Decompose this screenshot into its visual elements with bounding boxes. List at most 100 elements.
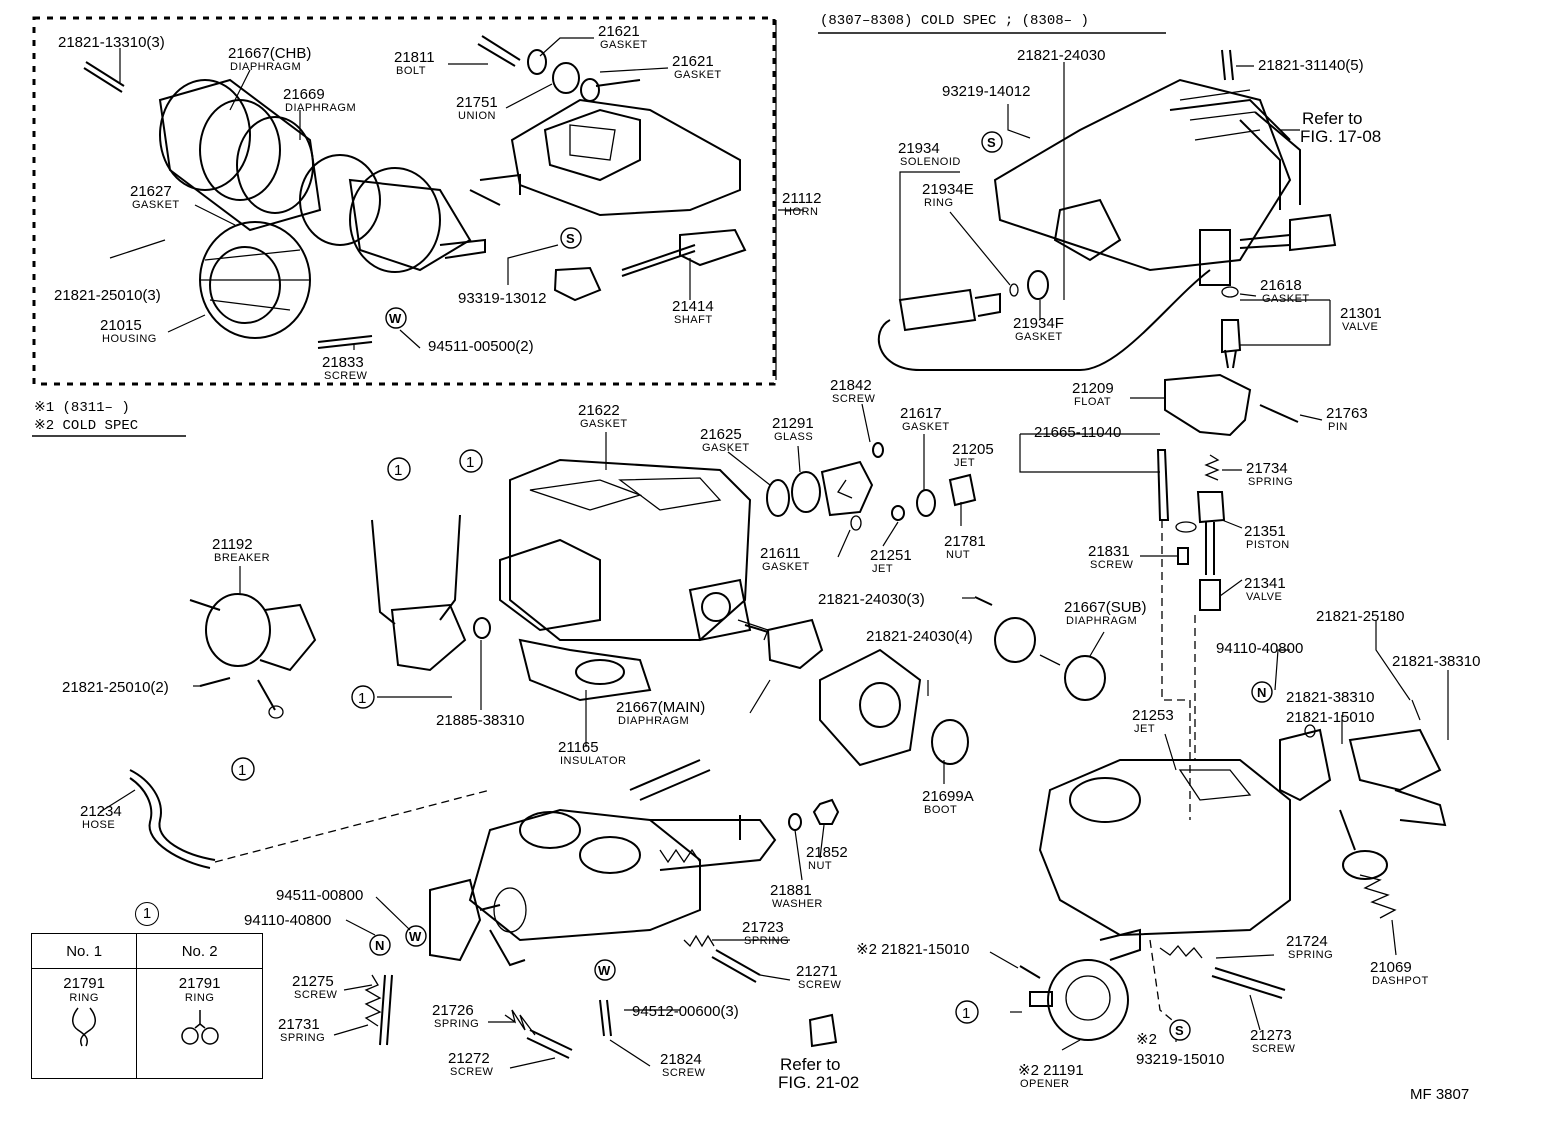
label-part-number: Refer to bbox=[1302, 109, 1362, 128]
label-part-number: 21934F bbox=[1013, 315, 1064, 332]
label-part-number: 21724 bbox=[1286, 933, 1328, 950]
label-21821-31140: 21821-31140(5) bbox=[1258, 57, 1364, 74]
legend-cell-no1: 21791 RING bbox=[30, 968, 138, 1079]
label-21821-24030top: 21821-24030 bbox=[1017, 47, 1105, 64]
label-part-number: 21112 bbox=[782, 190, 822, 207]
label-93219-15010: ※2 93219-15010 bbox=[1136, 1031, 1224, 1068]
label-part-number: 21781 bbox=[944, 533, 986, 550]
label-part-number: 21731 bbox=[278, 1016, 320, 1033]
label-part-number: 21667(MAIN) bbox=[616, 699, 705, 716]
header-note: (8307–8308) COLD SPEC ; (8308– ) bbox=[820, 13, 1089, 29]
label-part-name: GASKET bbox=[762, 561, 810, 573]
label-part-name: WASHER bbox=[772, 898, 823, 910]
label-part-number: 21811 bbox=[394, 49, 435, 66]
label-part-number: 21667(SUB) bbox=[1064, 599, 1147, 616]
label-part-number: 21618 bbox=[1260, 277, 1302, 294]
label-part-name: SCREW bbox=[450, 1066, 494, 1078]
ring-no2-icon bbox=[180, 1010, 219, 1045]
label-part-name: PISTON bbox=[1246, 539, 1290, 551]
label-21667-main: 21667(MAIN)DIAPHRAGM bbox=[616, 699, 705, 727]
symbol-W-horn: W bbox=[385, 307, 407, 329]
label-part-name: GASKET bbox=[580, 418, 628, 430]
label-part-name: GASKET bbox=[702, 442, 750, 454]
label-part-number: 21699A bbox=[922, 788, 974, 805]
label-part-number: 21842 bbox=[830, 377, 872, 394]
label-part-number: 21209 bbox=[1072, 380, 1114, 397]
label-part-number: 21669 bbox=[283, 86, 325, 103]
legend-cell-no2: 21791 RING bbox=[136, 968, 263, 1079]
label-part-name: HOUSING bbox=[102, 333, 157, 345]
label-part-name: SCREW bbox=[294, 989, 338, 1001]
label-part-name: FIG. 21-02 bbox=[778, 1073, 859, 1092]
svg-text:N: N bbox=[375, 938, 384, 953]
label-part-number: 94512-00600(3) bbox=[632, 1003, 739, 1020]
label-part-number: 21852 bbox=[806, 844, 848, 861]
label-part-name: SPRING bbox=[434, 1018, 479, 1030]
ring-no1-icon bbox=[72, 1007, 97, 1047]
label-part-number: 21291 bbox=[772, 415, 814, 432]
legend-note-2: ※2 COLD SPEC bbox=[34, 418, 138, 434]
label-part-number: 21015 bbox=[100, 317, 142, 334]
label-part-number: 21821-24030(4) bbox=[866, 628, 973, 645]
air-horn-group-parts bbox=[877, 49, 1337, 437]
svg-text:N: N bbox=[1257, 685, 1266, 700]
label-21821-24030-4: 21821-24030(4) bbox=[866, 628, 973, 645]
carburetor-body-parts bbox=[189, 442, 1226, 767]
legend-part-no1: 21791 bbox=[63, 975, 105, 992]
label-part-name: JET bbox=[954, 457, 975, 469]
svg-text:1: 1 bbox=[358, 690, 366, 707]
label-part-name: 93219-15010 bbox=[1136, 1051, 1224, 1068]
label-part-number: ※2 bbox=[1136, 1031, 1157, 1048]
marker-circle-1b: 1 bbox=[459, 449, 483, 473]
label-part-name: FIG. 17-08 bbox=[1300, 127, 1381, 146]
label-part-name: SPRING bbox=[744, 935, 789, 947]
label-part-name: DIAPHRAGM bbox=[1066, 615, 1137, 627]
label-part-number: 21824 bbox=[660, 1051, 702, 1068]
label-part-name: GASKET bbox=[902, 421, 950, 433]
label-94110-40800a: 94110-40800 bbox=[1216, 640, 1303, 657]
symbol-S-horn: S bbox=[560, 227, 582, 249]
svg-text:S: S bbox=[987, 135, 996, 150]
label-21821-13310: 21821-13310(3) bbox=[58, 34, 165, 51]
legend-header-no1: No. 1 bbox=[30, 933, 138, 969]
label-part-number: 21734 bbox=[1246, 460, 1288, 477]
label-94511-00800: 94511-00800 bbox=[276, 887, 363, 904]
label-part-number: 21821-25010(3) bbox=[54, 287, 161, 304]
marker-circle-1c: 1 bbox=[351, 685, 375, 709]
label-part-number: 21821-25010(2) bbox=[62, 679, 169, 696]
label-part-number: 21821-13310(3) bbox=[58, 34, 165, 51]
label-part-number: 21821-38310 bbox=[1392, 653, 1480, 670]
label-part-name: HORN bbox=[784, 206, 818, 218]
label-part-name: SPRING bbox=[1288, 949, 1333, 961]
label-part-name: GASKET bbox=[674, 69, 722, 81]
label-21821-38310b: 21821-38310 bbox=[1392, 653, 1480, 670]
horn-group-frame bbox=[32, 16, 776, 386]
symbol-S-opener: S bbox=[1169, 1019, 1191, 1041]
label-part-number: 21881 bbox=[770, 882, 812, 899]
marker-circle-1d: 1 bbox=[231, 757, 255, 781]
label-part-number: 21192 bbox=[212, 536, 253, 553]
label-21667-chb: 21667(CHB)DIAPHRAGM bbox=[228, 45, 311, 73]
